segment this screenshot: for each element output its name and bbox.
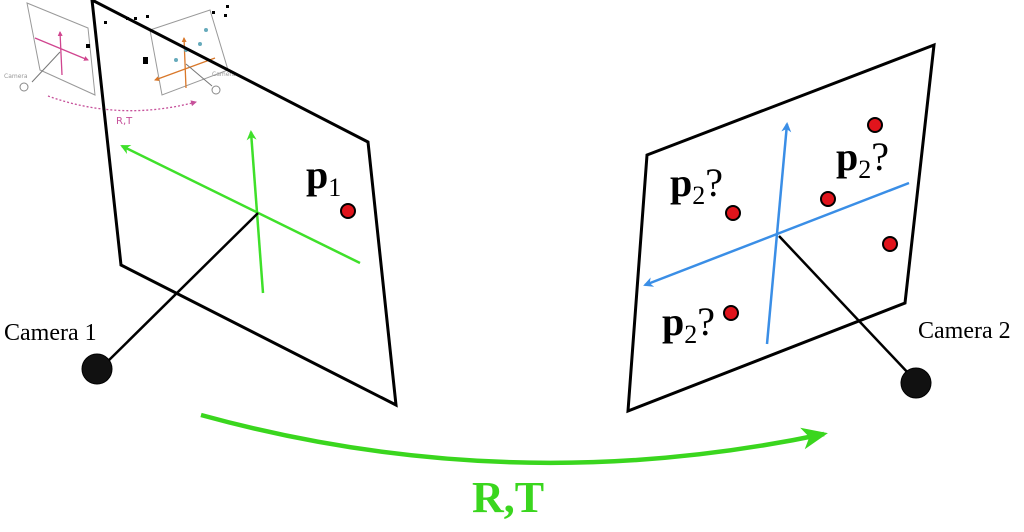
thumb-right-axis-y: [181, 37, 187, 89]
speck: [143, 57, 148, 64]
speck: [86, 44, 90, 48]
speck: [226, 5, 229, 8]
speck: [212, 11, 215, 14]
camera2-center: [900, 367, 932, 399]
right-axis-y: [765, 122, 792, 345]
point-p2-candidate-4: [882, 236, 898, 252]
p2-label-3: p2?: [662, 299, 715, 349]
thumb-left-ray: [31, 51, 61, 83]
thumb-right-image-plane: [149, 9, 229, 96]
motion-arrow: [200, 412, 828, 466]
p1-label: p1: [306, 152, 341, 202]
p2-label-2: p2?: [836, 134, 889, 184]
thumb-point: [204, 28, 208, 32]
thumb-point: [198, 42, 202, 46]
point-p1: [340, 203, 356, 219]
thumb-right-camera: [211, 85, 221, 95]
speck: [134, 17, 137, 20]
point-p2-candidate-5: [723, 305, 739, 321]
left-optical-ray: [102, 212, 259, 367]
left-image-plane: [90, 0, 398, 408]
point-p2-candidate-3: [867, 117, 883, 133]
thumb-motion-arrow: [47, 95, 197, 112]
thumb-camera-caption-left: Camera: [4, 73, 28, 80]
thumb-point: [174, 58, 178, 62]
right-camera-group: p2? p2? p2? Camera 2: [626, 42, 1011, 414]
speck: [104, 21, 107, 24]
thumb-left-camera: [19, 82, 29, 92]
right-optical-ray: [778, 235, 911, 376]
motion-group: R,T: [200, 412, 828, 522]
p2-label-1: p2?: [670, 160, 723, 210]
left-camera-group: p1 Camera 1: [4, 0, 398, 408]
thumb-left-axis-x: [34, 37, 89, 61]
speck: [224, 14, 227, 17]
thumbnail-diagram: Camera Camera R,T: [4, 2, 236, 127]
thumb-left-axis-y: [57, 31, 63, 76]
motion-label: R,T: [472, 473, 544, 522]
camera2-label: Camera 2: [918, 318, 1011, 344]
point-p2-candidate-2: [820, 191, 836, 207]
thumb-motion-label: R,T: [116, 116, 133, 127]
speck: [146, 15, 149, 18]
camera1-center: [81, 353, 113, 385]
camera1-label: Camera 1: [4, 320, 97, 346]
point-p2-candidate-1: [725, 205, 741, 221]
thumb-camera-caption-right: Camera: [212, 71, 236, 78]
left-axis-x: [120, 144, 361, 265]
right-image-plane: [626, 42, 936, 414]
thumb-left-image-plane: [26, 2, 96, 96]
thumb-right-ray: [185, 63, 213, 87]
